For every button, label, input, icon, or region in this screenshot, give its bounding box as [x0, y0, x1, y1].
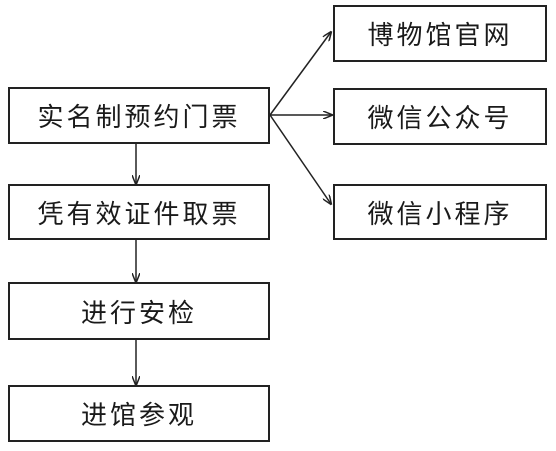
arrow-to-museum-website: [269, 32, 331, 116]
channel-box-wechat-mini-program: 微信小程序: [333, 184, 547, 240]
channel-label-wechat-official-account: 微信公众号: [367, 104, 513, 134]
step-box-ticket-pickup: 凭有效证件取票: [8, 184, 270, 240]
step-box-enter-museum: 进馆参观: [8, 385, 270, 442]
step-label-security-check: 进行安检: [80, 298, 197, 329]
channel-box-museum-website: 博物馆官网: [333, 5, 547, 62]
step-label-ticket-pickup: 凭有效证件取票: [37, 199, 241, 230]
channel-label-museum-website: 博物馆官网: [367, 21, 513, 51]
step-box-reservation: 实名制预约门票: [8, 87, 270, 144]
step-box-security-check: 进行安检: [8, 282, 270, 340]
channel-label-wechat-mini-program: 微信小程序: [367, 199, 513, 230]
step-label-enter-museum: 进馆参观: [80, 401, 197, 431]
channel-box-wechat-official-account: 微信公众号: [333, 88, 547, 145]
arrow-to-wechat-mini-program: [269, 114, 331, 204]
step-label-reservation: 实名制预约门票: [37, 103, 241, 133]
